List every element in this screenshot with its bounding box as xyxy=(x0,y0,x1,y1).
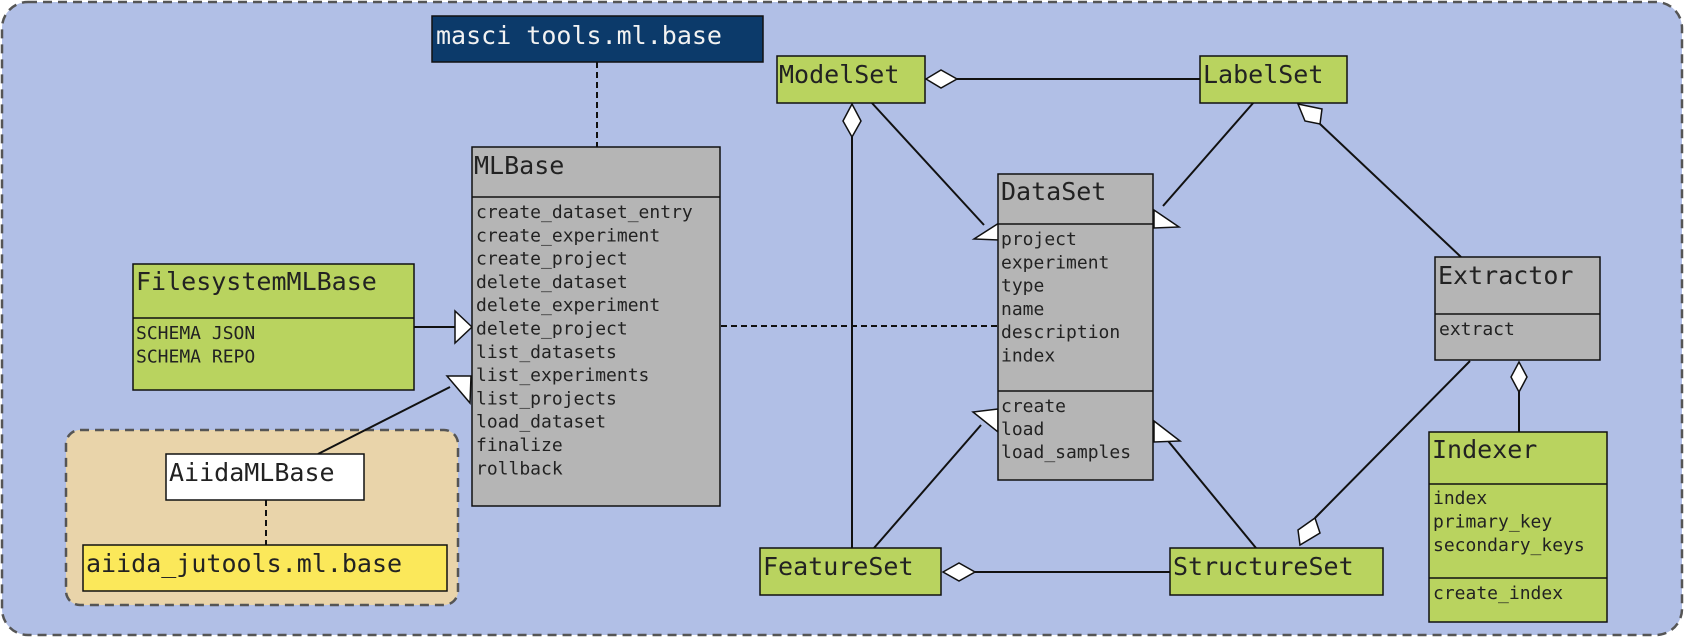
mlbase-member-item: delete_experiment xyxy=(476,295,660,316)
modelset-inherits-line xyxy=(870,101,985,226)
aiida-arrowhead xyxy=(445,375,472,405)
modelset-labelset-diamond xyxy=(924,69,959,89)
indexer-attribute-item: index xyxy=(1433,488,1487,509)
aiida-class: AiidaMLBase xyxy=(165,453,365,501)
labelset-box xyxy=(1199,55,1348,104)
mlbase-members: create_dataset_entrycreate_experimentcre… xyxy=(476,202,693,479)
mlbase-member-item: rollback xyxy=(476,458,563,479)
dataset-method-item: load xyxy=(1001,419,1044,440)
filesystem-title: FilesystemMLBase xyxy=(136,267,377,296)
labelset-extractor-line xyxy=(1319,123,1462,258)
featureset-structureset-diamond xyxy=(941,562,977,582)
filesystem-box xyxy=(132,263,415,391)
mlbase-member-item: delete_project xyxy=(476,319,628,340)
aiida-jutools-label: aiida_jutools.ml.base xyxy=(86,549,402,578)
filesystem-arrowhead xyxy=(454,309,474,345)
dataset-method-item: load_samples xyxy=(1001,442,1131,463)
modelset-featureset-diamond xyxy=(842,102,862,139)
featureset-class: FeatureSet xyxy=(759,547,942,596)
aiida-inherits-line xyxy=(317,386,451,455)
connectors xyxy=(265,62,1520,573)
inheritance-arrowheads xyxy=(445,208,1183,443)
aiida-jutools-module: aiida_jutools.ml.base xyxy=(82,544,448,592)
featureset-inherits-line xyxy=(873,424,982,549)
labelset-extractor-diamond xyxy=(1296,102,1323,125)
structureset-box xyxy=(1169,547,1384,596)
dataset-attribute-item: experiment xyxy=(1001,252,1109,273)
indexer-methods: create_index xyxy=(1433,583,1563,604)
modelset-title: ModelSet xyxy=(779,60,899,89)
filesystem-members: SCHEMA JSON SCHEMA REPO xyxy=(136,323,255,368)
dataset-box xyxy=(997,173,1154,481)
mlbase-class: MLBase create_dataset_entrycreate_experi… xyxy=(471,146,721,507)
dataset-attribute-item: index xyxy=(1001,346,1055,367)
extractor-title: Extractor xyxy=(1438,261,1573,290)
featureset-title: FeatureSet xyxy=(763,552,914,581)
mlbase-title: MLBase xyxy=(474,151,564,180)
mlbase-member-item: create_dataset_entry xyxy=(476,202,693,223)
mlbase-member-item: list_experiments xyxy=(476,365,649,386)
filesystem-class: FilesystemMLBase SCHEMA JSON SCHEMA REPO xyxy=(132,263,415,391)
structureset-arrowhead xyxy=(1153,419,1183,443)
mlbase-member-item: create_project xyxy=(476,249,628,270)
indexer-attribute-item: primary_key xyxy=(1433,512,1552,533)
labelset-arrowhead xyxy=(1153,208,1182,229)
structureset-class: StructureSet xyxy=(1169,547,1384,596)
mlbase-member-item: list_datasets xyxy=(476,342,617,363)
mlbase-member-item: list_projects xyxy=(476,388,617,409)
structureset-title: StructureSet xyxy=(1173,552,1354,581)
dataset-attribute-item: project xyxy=(1001,229,1077,250)
aggregation-diamonds xyxy=(842,69,1528,582)
aiida-jutools-box xyxy=(82,544,448,592)
filesystem-member-item: SCHEMA REPO xyxy=(136,347,255,368)
indexer-box xyxy=(1428,431,1608,623)
dataset-title: DataSet xyxy=(1001,177,1106,206)
modelset-box xyxy=(776,55,926,104)
dataset-attribute-item: type xyxy=(1001,276,1044,297)
extractor-method-item: extract xyxy=(1439,319,1515,340)
mlbase-member-item: load_dataset xyxy=(476,412,606,433)
extractor-structureset-line xyxy=(1314,360,1471,519)
featureset-box xyxy=(759,547,942,596)
structureset-inherits-line xyxy=(1163,435,1257,549)
filesystem-member-item: SCHEMA JSON xyxy=(136,323,255,344)
extractor-structureset-diamond xyxy=(1297,516,1321,547)
dataset-method-item: create xyxy=(1001,396,1066,417)
indexer-title: Indexer xyxy=(1432,435,1537,464)
aiida-box xyxy=(165,453,365,501)
masci-module-label: masci tools.ml.base xyxy=(436,21,722,50)
labelset-title: LabelSet xyxy=(1203,60,1323,89)
extractor-methods: extract xyxy=(1439,319,1515,340)
masci-module: masci tools.ml.base xyxy=(431,15,764,63)
extractor-class: Extractor extract xyxy=(1434,256,1601,361)
labelset-class: LabelSet xyxy=(1199,55,1348,104)
modelset-class: ModelSet xyxy=(776,55,926,104)
aiida-title: AiidaMLBase xyxy=(169,458,335,487)
indexer-attribute-item: secondary_keys xyxy=(1433,535,1585,556)
mlbase-member-item: delete_dataset xyxy=(476,272,628,293)
dataset-attribute-item: name xyxy=(1001,299,1044,320)
labelset-inherits-line xyxy=(1162,101,1255,207)
indexer-method-item: create_index xyxy=(1433,583,1563,604)
mlbase-member-item: create_experiment xyxy=(476,225,660,246)
masci-module-box xyxy=(431,15,764,63)
mlbase-member-item: finalize xyxy=(476,435,563,456)
dataset-attribute-item: description xyxy=(1001,322,1120,343)
extractor-box xyxy=(1434,256,1601,361)
extractor-indexer-diamond xyxy=(1510,360,1528,394)
mlbase-box xyxy=(471,146,721,507)
